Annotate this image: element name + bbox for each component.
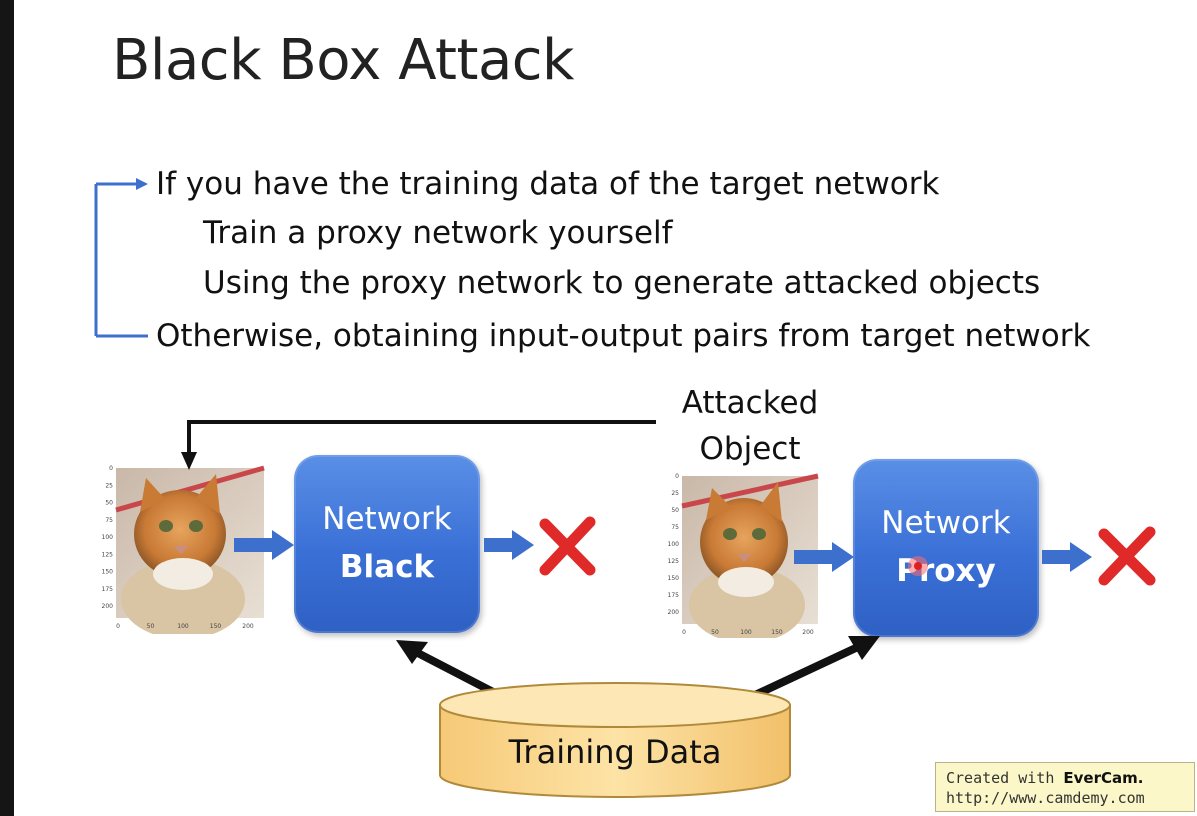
sub-bullet-train-proxy: Train a proxy network yourself — [203, 215, 673, 251]
training-data-cylinder — [439, 682, 791, 798]
x-tick-label: 0 — [116, 623, 120, 630]
y-tick-label: 75 — [105, 517, 113, 524]
y-tick-label: 100 — [102, 534, 114, 541]
red-cross-icon — [1098, 526, 1156, 586]
y-tick-label: 150 — [102, 569, 114, 576]
bullet-otherwise: Otherwise, obtaining input-output pairs … — [156, 318, 1091, 354]
y-tick-label: 175 — [668, 592, 680, 599]
arrow-proxy-to-output — [1042, 542, 1092, 572]
evercam-watermark: Created with EverCam. http://www.camdemy… — [935, 762, 1195, 812]
x-tick-label: 200 — [802, 629, 814, 636]
arrow-image-to-black — [234, 530, 294, 560]
attacked-label-line2: Object — [699, 431, 801, 467]
red-cross-icon — [539, 516, 596, 576]
training-data-label: Training Data — [508, 733, 722, 771]
y-tick-label: 50 — [671, 507, 679, 514]
attacked-object-label: Attacked Object — [660, 380, 840, 472]
y-tick-label: 25 — [105, 482, 113, 489]
black-network-name: Black — [339, 549, 435, 585]
x-tick-label: 0 — [682, 629, 686, 636]
arrow-black-to-output — [484, 530, 534, 560]
black-network-label: Network — [322, 501, 452, 537]
y-tick-label: 0 — [675, 473, 679, 480]
bullet-training-data: If you have the training data of the tar… — [156, 166, 940, 202]
x-tick-label: 50 — [711, 629, 719, 636]
watermark-prefix: Created with — [946, 769, 1064, 787]
attacked-label-line1: Attacked — [681, 385, 819, 421]
x-tick-label: 200 — [242, 623, 254, 630]
y-tick-label: 150 — [668, 575, 680, 582]
x-tick-label: 50 — [147, 623, 155, 630]
left-window-edge — [0, 0, 14, 816]
watermark-url: http://www.camdemy.com — [946, 789, 1145, 807]
y-tick-label: 200 — [102, 603, 114, 610]
y-tick-label: 175 — [102, 586, 114, 593]
black-network-box: Network Black — [294, 455, 480, 633]
slide-title: Black Box Attack — [112, 28, 574, 93]
y-tick-label: 0 — [109, 465, 113, 472]
arrow-image-to-proxy — [794, 542, 854, 572]
bullet-bracket — [94, 182, 148, 338]
y-tick-label: 50 — [105, 500, 113, 507]
x-tick-label: 150 — [210, 623, 222, 630]
y-tick-label: 125 — [668, 558, 680, 565]
attacked-object-arrow — [181, 420, 656, 470]
x-tick-label: 150 — [771, 629, 783, 636]
bracket-arrow-head — [136, 178, 148, 190]
x-tick-label: 100 — [740, 629, 752, 636]
y-tick-label: 25 — [671, 490, 679, 497]
sub-bullet-use-proxy: Using the proxy network to generate atta… — [203, 265, 1041, 301]
watermark-brand: EverCam. — [1063, 769, 1144, 787]
cat-image-plot-right: 0 25 50 75 100 125 150 175 200 0 50 100 150 200 — [652, 470, 822, 638]
y-tick-label: 125 — [102, 551, 114, 558]
x-tick-label: 100 — [177, 623, 189, 630]
y-tick-label: 75 — [671, 524, 679, 531]
y-tick-label: 200 — [668, 609, 680, 616]
proxy-network-label: Network — [881, 505, 1011, 541]
cursor-pointer-icon — [908, 556, 928, 576]
y-tick-label: 100 — [668, 541, 680, 548]
cat-image-plot-left: 0 25 50 75 100 125 150 175 200 0 50 100 150 200 — [88, 464, 268, 634]
